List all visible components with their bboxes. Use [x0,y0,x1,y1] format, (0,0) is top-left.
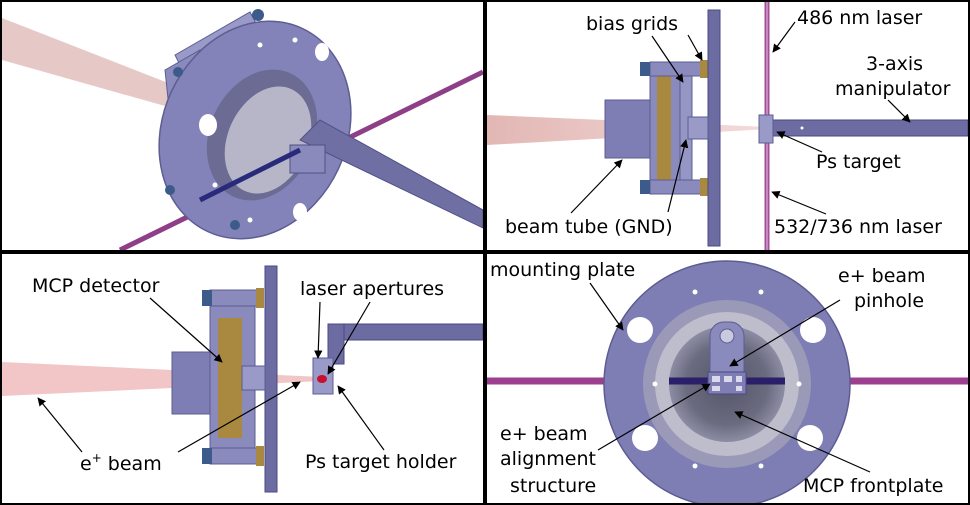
label-manipulator-2: manipulator [835,78,951,100]
label-alignment-2: alignment [500,448,596,470]
panel-front-view: mounting plate e+ beam pinhole e+ beam a… [487,259,968,503]
manipulator-arm-2 [327,323,483,341]
label-e-beam: e+ beam [80,451,162,475]
label-532-laser: 532/736 nm laser [774,216,942,238]
mcp-detector-gold [218,318,242,438]
label-beam-tube: beam tube (GND) [505,216,673,238]
leader-lines-bottom-left [37,297,385,453]
mounting-plate-side-2 [264,265,278,493]
label-alignment-1: e+ beam [500,423,588,445]
label-bias-grids: bias grids [586,13,678,35]
label-ps-target-holder: Ps target holder [305,451,457,473]
label-alignment-3: structure [510,475,596,497]
mounting-plate-side [707,9,721,247]
label-manipulator-1: 3-axis [866,53,923,75]
label-ps-target: Ps target [816,151,901,173]
label-mcp-frontplate: MCP frontplate [803,475,943,497]
label-pinhole-2: pinhole [854,290,924,312]
positron-beam-2 [2,362,322,396]
panel-side-view: bias grids 486 nm laser 3-axis manipulat… [487,2,968,250]
mcp-gold [657,70,671,188]
laser-aperture [317,375,327,383]
label-mcp-detector: MCP detector [32,275,160,297]
leader-lines-bottom-right [589,282,871,473]
panel-side-view-2: MCP detector laser apertures e+ beam Ps … [2,265,483,493]
label-pinhole-1: e+ beam [838,265,926,287]
beam-pinhole [719,328,735,344]
beam-tube [604,99,656,159]
label-laser-apertures: laser apertures [300,278,444,300]
label-486-laser: 486 nm laser [797,7,922,29]
leader-lines-top-right [570,21,911,215]
manipulator-arm [299,119,483,229]
ps-target-side [758,114,774,144]
label-mounting-plate: mounting plate [490,259,635,281]
panel-3d-view [2,9,483,250]
